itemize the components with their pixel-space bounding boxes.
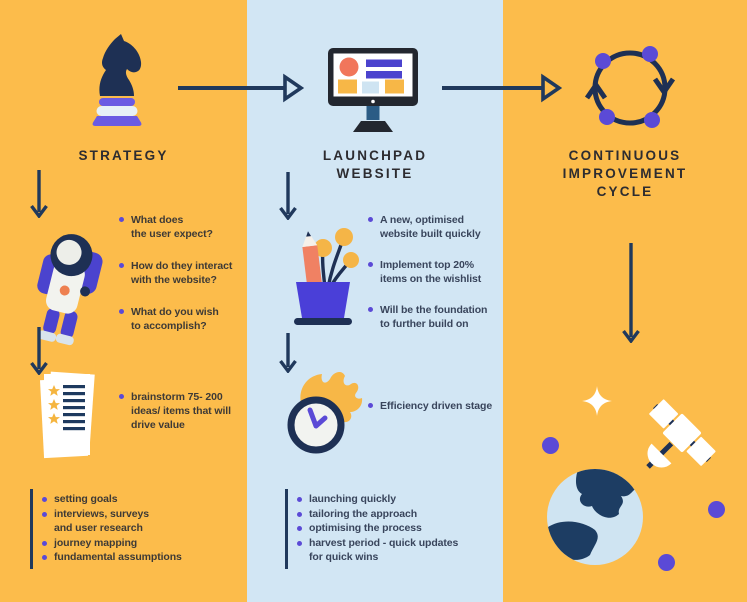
- bullet-icon: [297, 540, 302, 546]
- bullet-icon: [368, 262, 373, 267]
- bullet-icon: [119, 263, 124, 268]
- brainstorm-text: brainstorm 75- 200 ideas/ items that wil…: [131, 391, 231, 431]
- bullet-icon: [297, 497, 302, 502]
- footer-text: journey mapping: [54, 536, 138, 549]
- point-text: Implement top 20% items on the wishlist: [380, 259, 482, 285]
- arrow-down-icon: [622, 243, 640, 343]
- point-text: A new, optimised website built quickly: [380, 214, 481, 240]
- efficiency-note: Efficiency driven stage: [368, 399, 500, 413]
- list-item: journey mapping: [42, 536, 247, 551]
- plant-pot-pencil-icon: [294, 228, 359, 325]
- clock-flame-icon: [287, 372, 363, 454]
- bullet-icon: [119, 217, 124, 222]
- purple-dot: [658, 554, 675, 571]
- monitor-icon: [328, 48, 418, 132]
- bullet-icon: [42, 497, 47, 502]
- list-item: interviews, surveys and user research: [42, 507, 247, 536]
- launchpad-footer-list: launching quickly tailoring the approach…: [285, 489, 509, 569]
- list-item: Implement top 20% items on the wishlist: [368, 258, 500, 286]
- list-item: A new, optimised website built quickly: [368, 213, 500, 241]
- arrow-down-icon: [30, 327, 48, 375]
- efficiency-text: Efficiency driven stage: [380, 400, 493, 412]
- strategy-footer-list: setting goals interviews, surveys and us…: [30, 489, 247, 569]
- list-item: tailoring the approach: [297, 507, 509, 522]
- question-text: How do they interact with the website?: [131, 260, 233, 286]
- bullet-icon: [42, 555, 47, 560]
- footer-text: fundamental assumptions: [54, 551, 182, 563]
- bullet-icon: [42, 540, 47, 546]
- list-item: setting goals: [42, 492, 247, 507]
- question-text: What do you wish to accomplish?: [131, 306, 219, 332]
- list-item: Efficiency driven stage: [368, 399, 500, 413]
- document-stars-icon: [39, 371, 95, 459]
- strategy-title: STRATEGY: [78, 148, 169, 163]
- list-item: What do you wish to accomplish?: [119, 305, 251, 333]
- arrow-right-icon: [178, 73, 304, 103]
- footer-text: interviews, surveys and user research: [54, 507, 149, 535]
- list-item: brainstorm 75- 200 ideas/ items that wil…: [119, 390, 247, 432]
- list-item: What does the user expect?: [119, 213, 251, 241]
- cycle-title: CONTINUOUS IMPROVEMENT CYCLE: [562, 148, 688, 199]
- arrow-down-icon: [279, 333, 297, 373]
- list-item: optimising the process: [297, 521, 509, 536]
- chess-knight-icon: [92, 34, 142, 126]
- footer-text: tailoring the approach: [309, 507, 418, 520]
- purple-dot: [542, 437, 559, 454]
- purple-dot: [708, 501, 725, 518]
- footer-text: optimising the process: [309, 522, 422, 534]
- bullet-icon: [368, 217, 373, 222]
- strategy-questions-list: What does the user expect? How do they i…: [119, 213, 251, 333]
- astronaut-icon: [37, 234, 103, 346]
- list-item: fundamental assumptions: [42, 550, 247, 565]
- earth-icon: [547, 469, 643, 565]
- launchpad-points-list: A new, optimised website built quickly I…: [368, 213, 500, 331]
- footer-text: harvest period - quick updates for quick…: [309, 536, 459, 564]
- sparkle-icon: [582, 386, 612, 416]
- list-item: launching quickly: [297, 492, 509, 507]
- bullet-icon: [368, 307, 373, 312]
- footer-text: setting goals: [54, 493, 118, 505]
- arrow-down-icon: [30, 170, 48, 218]
- bullet-icon: [119, 309, 124, 314]
- bullet-icon: [297, 511, 302, 517]
- footer-text: launching quickly: [309, 493, 396, 505]
- list-item: How do they interact with the website?: [119, 259, 251, 287]
- bullet-icon: [119, 394, 124, 399]
- list-item: Will be the foundation to further build …: [368, 303, 500, 331]
- brainstorm-note: brainstorm 75- 200 ideas/ items that wil…: [119, 390, 247, 432]
- bullet-icon: [297, 526, 302, 531]
- point-text: Will be the foundation to further build …: [380, 304, 488, 330]
- question-text: What does the user expect?: [131, 214, 213, 240]
- bullet-icon: [368, 403, 373, 408]
- bullet-icon: [42, 511, 47, 517]
- launchpad-title: LAUNCHPAD WEBSITE: [322, 148, 428, 181]
- satellite-icon: [646, 399, 716, 469]
- list-item: harvest period - quick updates for quick…: [297, 536, 509, 565]
- arrow-down-icon: [279, 172, 297, 220]
- arrow-right-icon: [442, 73, 562, 103]
- cycle-arrows-icon: [584, 46, 676, 128]
